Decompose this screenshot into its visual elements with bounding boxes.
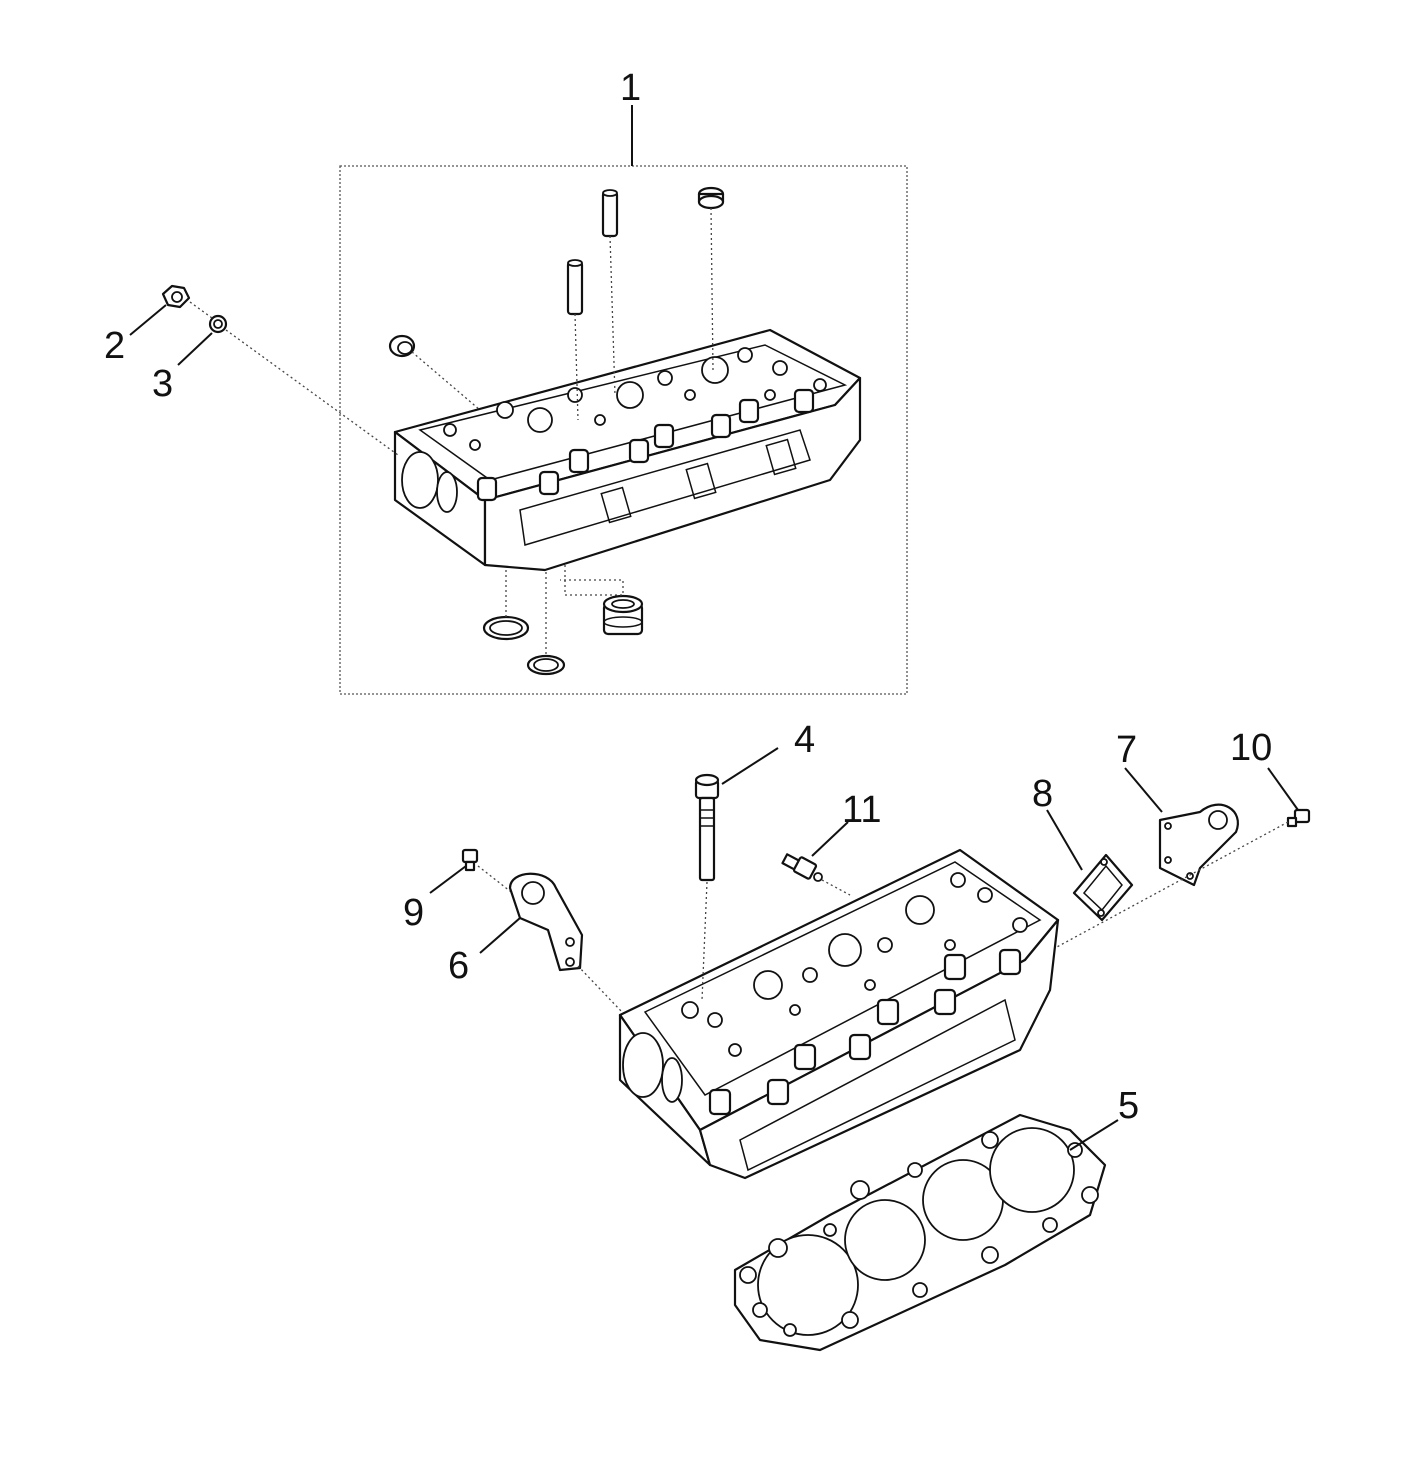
callout-3[interactable]: 3 (152, 363, 173, 405)
head-deck-holes-lower (681, 872, 1028, 1057)
callout-2[interactable]: 2 (104, 325, 125, 367)
kit-cup-plug[interactable] (602, 594, 644, 636)
lifting-bracket-6[interactable] (508, 872, 584, 972)
gasket-bolt-holes (739, 1131, 1099, 1337)
callout-8[interactable]: 8 (1032, 773, 1053, 815)
kit-seal-ring-large[interactable] (482, 615, 530, 641)
lifting-plate-7[interactable] (1158, 803, 1239, 887)
plate-gasket-8[interactable] (1072, 853, 1134, 922)
callout-11[interactable]: 11 (842, 789, 881, 831)
head-gasket-5[interactable] (733, 1113, 1107, 1352)
washer-3[interactable] (208, 314, 228, 334)
kit-seal-ring-small[interactable] (526, 654, 566, 676)
callout-5[interactable]: 5 (1118, 1085, 1139, 1127)
callout-4[interactable]: 4 (794, 719, 815, 761)
kit-expansion-plug[interactable] (388, 334, 416, 358)
kit-cap-plug[interactable] (697, 186, 725, 210)
head-deck-holes (443, 347, 827, 451)
head-bolt-4[interactable] (694, 773, 720, 882)
cylinder-head-kit[interactable] (393, 328, 862, 572)
callout-9[interactable]: 9 (403, 892, 424, 934)
temperature-sensor-11[interactable] (781, 853, 823, 882)
callout-7[interactable]: 7 (1116, 729, 1137, 771)
rocker-bosses (476, 388, 815, 502)
callout-1[interactable]: 1 (620, 67, 641, 109)
kit-box (339, 165, 908, 695)
callout-6[interactable]: 6 (448, 945, 469, 987)
kit-dowel-pin-long[interactable] (601, 189, 619, 238)
plug-bolt-2[interactable] (161, 284, 191, 309)
callout-10[interactable]: 10 (1230, 727, 1272, 769)
kit-dowel-pin-short[interactable] (566, 259, 584, 316)
cylinder-head[interactable] (618, 848, 1060, 1180)
rocker-bosses-lower (708, 948, 1022, 1116)
bolt-10[interactable] (1286, 808, 1311, 828)
